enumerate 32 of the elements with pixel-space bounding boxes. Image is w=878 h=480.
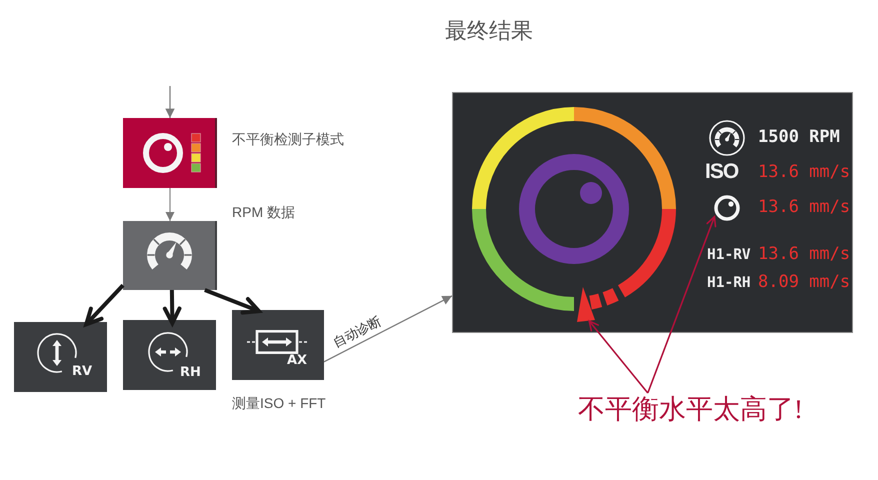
- leader-line: [588, 320, 648, 394]
- arrow: [162, 290, 182, 326]
- reading-label: H1-RV: [707, 247, 751, 264]
- sensor-icon: [714, 195, 740, 221]
- axis-label: AX: [287, 354, 308, 367]
- arrow: [165, 86, 175, 118]
- arrow: [204, 288, 261, 315]
- display-panel: [452, 92, 853, 333]
- vibration-reading: 13.6 mm/s: [758, 245, 850, 265]
- arrow: [166, 188, 174, 222]
- axis-label: RV: [72, 365, 92, 378]
- arrow: [84, 284, 124, 326]
- axis-label: RH: [180, 366, 201, 379]
- leader-line: [647, 216, 716, 394]
- icon-tile: [123, 221, 217, 290]
- vibration-reading: 13.6 mm/s: [758, 163, 850, 183]
- node-label: RPM 数据: [232, 204, 295, 221]
- arrow: [324, 295, 452, 362]
- icon-tile: [14, 322, 107, 392]
- speed-reading: 1500 RPM: [758, 128, 840, 148]
- reading-label: H1-RH: [707, 275, 751, 292]
- node-label: 测量ISO + FFT: [232, 395, 326, 412]
- callout-text: 不平衡水平太高了!: [578, 393, 803, 427]
- icon-tile: [232, 310, 324, 380]
- reading-label: ISO: [705, 160, 738, 184]
- vibration-reading: 8.09 mm/s: [758, 273, 850, 293]
- icon-tile: [123, 320, 216, 390]
- icon-tile: [123, 118, 217, 188]
- node-label: 不平衡检测子模式: [232, 131, 344, 148]
- pointer-icon: [577, 287, 595, 322]
- title: 最终结果: [445, 18, 533, 44]
- vibration-reading: 13.6 mm/s: [758, 198, 850, 218]
